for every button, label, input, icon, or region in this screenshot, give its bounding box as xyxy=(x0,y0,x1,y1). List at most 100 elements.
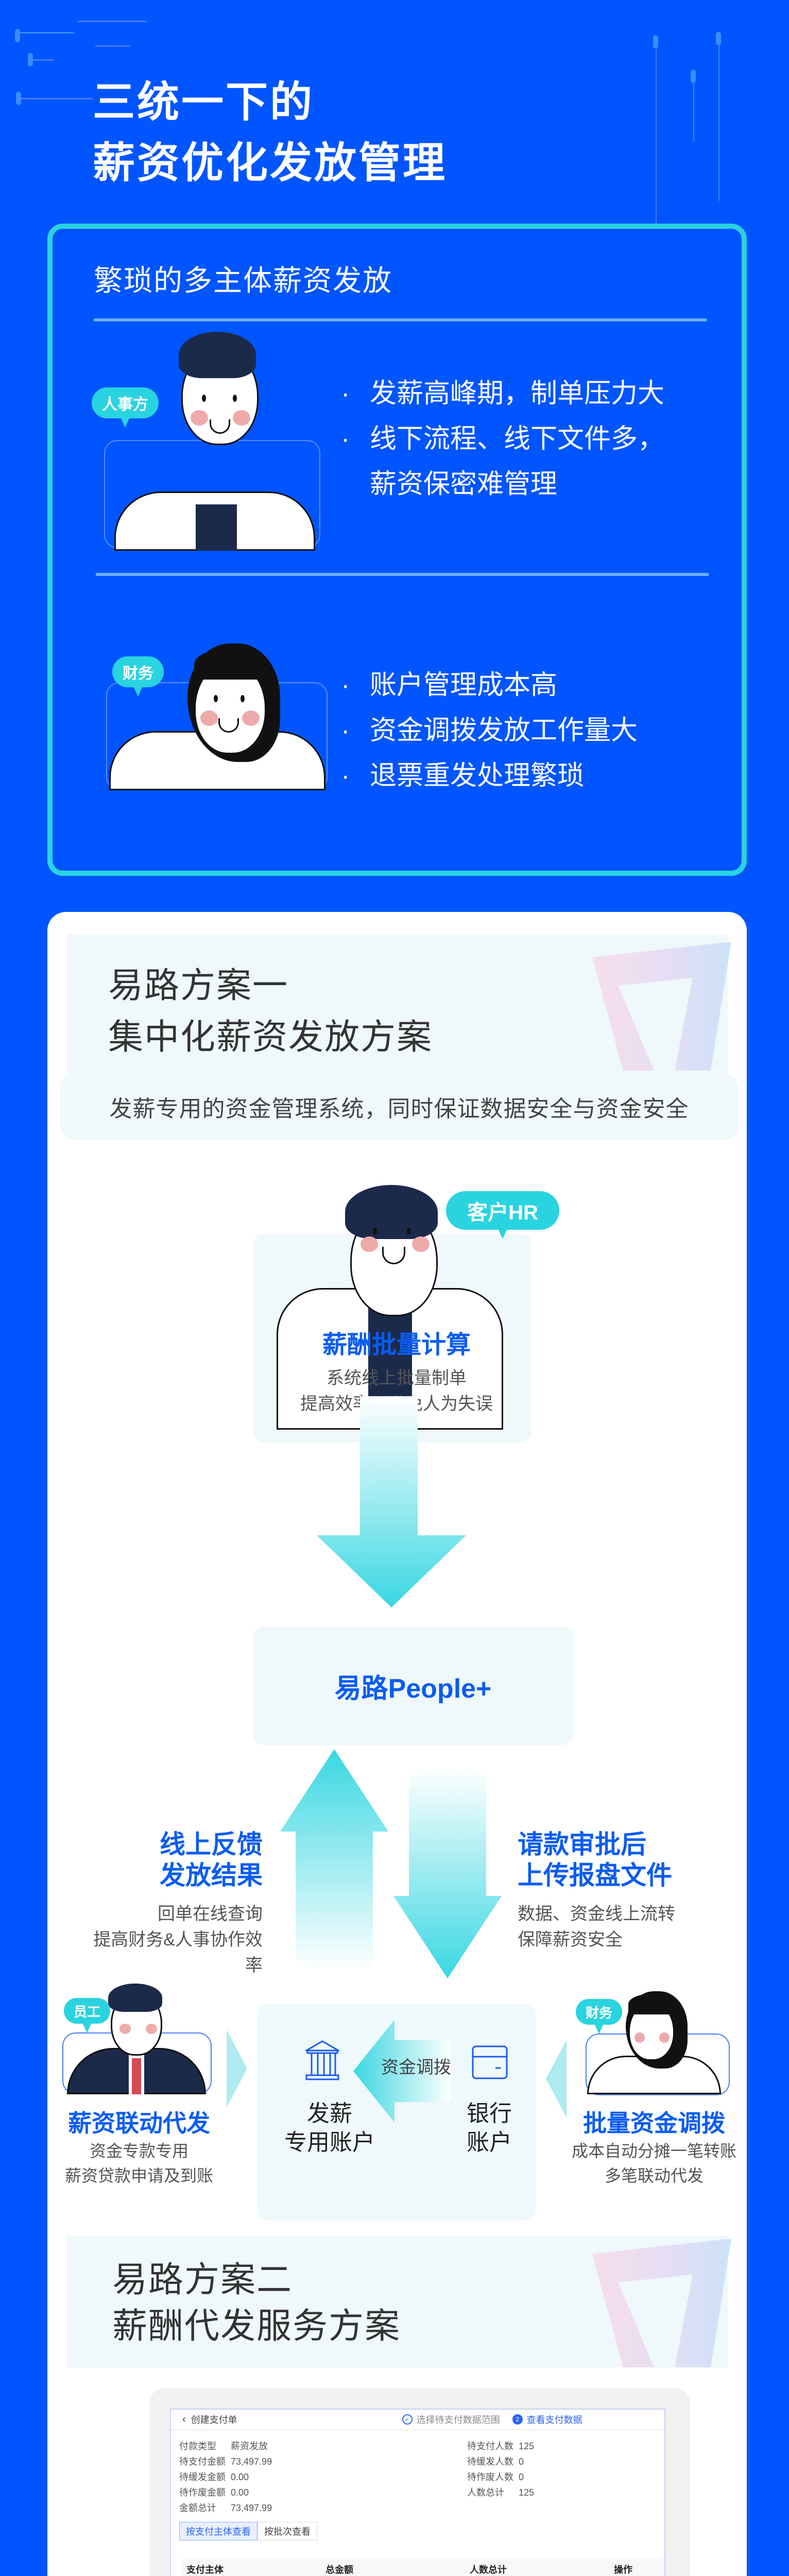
bullet-item: ·账户管理成本高 xyxy=(341,663,638,708)
calc-title: 薪酬批量计算 xyxy=(322,1331,471,1359)
plan1-subtitle: 发薪专用的资金管理系统，同时保证数据安全与资金安全 xyxy=(60,1073,739,1140)
feedback-desc-line1: 回单在线查询 xyxy=(158,1904,263,1924)
field-value: 73,497.99 xyxy=(231,2456,272,2467)
circuit-dot xyxy=(15,29,20,42)
bank-card-icon xyxy=(472,2045,508,2079)
hr-shirt xyxy=(196,504,237,551)
back-icon[interactable]: ‹ xyxy=(182,2413,186,2425)
bullet-text: 账户管理成本高 xyxy=(370,670,558,700)
bullet-item: ·退票重发处理繁琐 xyxy=(341,753,638,799)
payroll-account-label-line2: 专用账户 xyxy=(284,2130,375,2155)
hero-title-line1: 三统一下的 xyxy=(93,79,315,126)
chevron-left-icon xyxy=(546,2040,567,2117)
hr-hair xyxy=(345,1185,438,1239)
field-value: 73,497.99 xyxy=(231,2503,272,2513)
bank-icon xyxy=(305,2040,339,2080)
finance-desc-line2: 多笔联动代发 xyxy=(604,2166,704,2185)
step1-label[interactable]: 选择待支付数据范围 xyxy=(416,2415,500,2425)
field-value: 0.00 xyxy=(231,2487,249,2498)
arrow-up-icon xyxy=(280,1749,388,1971)
bullet-item: 薪资保密难管理 xyxy=(341,462,664,507)
plan2-banner: 易路方案二 薪酬代发服务方案 xyxy=(67,2236,731,2367)
finance-badge: 财务 xyxy=(112,656,164,697)
bank-account-label-line1: 银行 xyxy=(467,2101,512,2126)
circuit-line xyxy=(693,72,694,142)
cheek xyxy=(361,1236,378,1252)
customer-hr-badge: 客户HR xyxy=(446,1191,559,1239)
calc-desc-line1: 系统线上批量制单 xyxy=(327,1368,467,1388)
arrow-left-icon xyxy=(353,2020,451,2123)
bullet-text: 薪资保密难管理 xyxy=(370,469,558,499)
step2-label[interactable]: 查看支付数据 xyxy=(526,2415,582,2425)
circuit-line xyxy=(95,45,130,47)
hr-badge-label: 人事方 xyxy=(102,396,148,413)
employee-badge-label: 员工 xyxy=(73,2004,100,2020)
plan1-title: 易路方案一 集中化薪资发放方案 xyxy=(108,960,433,1063)
tab-by-entity[interactable]: 按支付主体查看 xyxy=(179,2522,258,2540)
cheek xyxy=(233,410,250,426)
eye xyxy=(202,395,206,402)
feedback-title-line2: 发放结果 xyxy=(160,1861,263,1890)
bullet-text: 资金调拨发放工作量大 xyxy=(370,716,638,745)
platform-box: 易路People+ xyxy=(253,1626,573,1745)
circuit-line xyxy=(21,98,93,99)
field-value: 125 xyxy=(519,2487,535,2498)
plan1-banner: 易路方案一 集中化薪资发放方案 xyxy=(67,934,731,1073)
upload-desc-line2: 保障薪资安全 xyxy=(518,1930,623,1950)
step2-number: 2 xyxy=(512,2414,523,2425)
hr-badge: 人事方 xyxy=(92,387,159,428)
penrose-triangle-icon xyxy=(592,942,731,1071)
cheek xyxy=(119,2024,131,2034)
divider xyxy=(96,573,709,576)
finance-bullets: ·账户管理成本高 ·资金调拨发放工作量大 ·退票重发处理繁琐 xyxy=(341,663,638,799)
plan2-title-line2: 薪酬代发服务方案 xyxy=(112,2307,401,2346)
hr-hair xyxy=(179,332,256,378)
circuit-dot xyxy=(716,32,721,45)
circuit-dot xyxy=(16,92,21,105)
finance-bangs xyxy=(628,1994,675,2014)
finance-badge-2: 财务 xyxy=(576,1999,622,2034)
employee-title: 薪资联动代发 xyxy=(68,2110,210,2137)
eye xyxy=(407,1228,411,1235)
mouth xyxy=(382,1247,405,1264)
field-label: 金额总计 xyxy=(179,2503,216,2513)
tab-by-batch[interactable]: 按批次查看 xyxy=(258,2522,317,2540)
cheek xyxy=(200,710,218,726)
arrow-down-icon xyxy=(393,1767,502,1978)
eye xyxy=(241,695,245,702)
eye xyxy=(214,695,218,702)
finance-badge-label: 财务 xyxy=(123,665,153,682)
chevron-right-icon xyxy=(227,2030,247,2107)
problem-panel: 繁琐的多主体薪资发放 人事方 ·发薪高峰期，制单压力大 ·线下流程、线下文件多，… xyxy=(47,224,747,876)
field-value: 125 xyxy=(519,2441,535,2451)
employee-desc-line2: 薪资贷款申请及到账 xyxy=(64,2166,213,2185)
cheek xyxy=(634,2032,645,2043)
eye xyxy=(233,395,237,402)
circuit-dot xyxy=(653,35,658,48)
finance-bangs xyxy=(194,649,266,680)
payroll-account-label-line1: 发薪 xyxy=(307,2101,352,2126)
field-value: 0 xyxy=(519,2472,524,2482)
plan1-title-line2: 集中化薪资发放方案 xyxy=(108,1018,433,1057)
bullet-text: 发薪高峰期，制单压力大 xyxy=(370,379,665,409)
transfer-label: 资金调拨 xyxy=(381,2058,451,2077)
hero-title-line2: 薪资优化发放管理 xyxy=(93,140,448,187)
bullet-text: 退票重发处理繁琐 xyxy=(370,761,585,791)
bullet-item: ·资金调拨发放工作量大 xyxy=(341,708,638,753)
bullet-text: 线下流程、线下文件多， xyxy=(370,424,665,454)
employee-desc-line1: 资金专款专用 xyxy=(89,2142,188,2160)
field-row: 金额总计 73,497.99 xyxy=(179,2500,272,2516)
upload-title-line2: 上传报盘文件 xyxy=(518,1861,672,1890)
plan1-subtitle-text: 发薪专用的资金管理系统，同时保证数据安全与资金安全 xyxy=(109,1096,689,1122)
finance-badge-2-label: 财务 xyxy=(585,2005,612,2021)
hr-bullets: ·发薪高峰期，制单压力大 ·线下流程、线下文件多， 薪资保密难管理 xyxy=(341,371,664,507)
divider xyxy=(94,318,707,321)
bank-account-label: 银行 账户 xyxy=(464,2099,515,2157)
field-label: 待支付金额 xyxy=(179,2456,226,2467)
circuit-line xyxy=(77,21,147,22)
laptop-mockup: ‹ 创建支付单 ✓ 选择待支付数据范围 2 查看支付数据 付款类型薪资发放 待支… xyxy=(149,2388,690,2576)
bank-account-label-line2: 账户 xyxy=(467,2130,512,2155)
circuit-line xyxy=(656,39,657,224)
